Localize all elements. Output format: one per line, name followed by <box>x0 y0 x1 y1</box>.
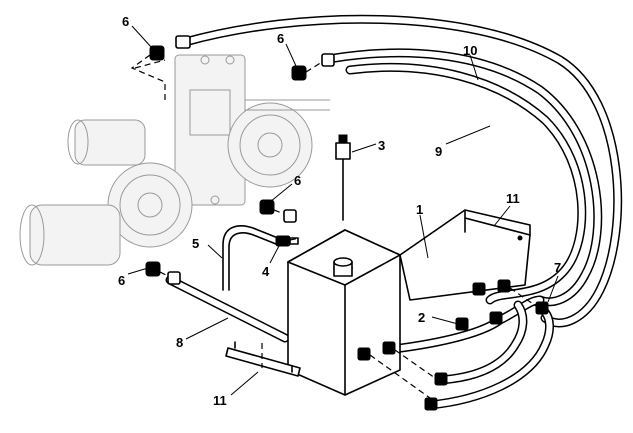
fitting-4 <box>275 235 299 247</box>
hose-loop-10 <box>180 14 623 328</box>
tank-port-fittings <box>357 279 549 411</box>
bracket-11-right <box>399 209 531 301</box>
callout-6: 6 <box>294 173 301 188</box>
callout-9: 9 <box>435 144 442 159</box>
motor-upper <box>74 119 146 166</box>
fitting-6-middle <box>259 199 297 223</box>
hose-inner-loop <box>345 63 587 305</box>
bracket-plate <box>225 347 301 377</box>
bracket-11-lower <box>225 341 301 377</box>
callout-1: 1 <box>416 202 423 217</box>
leader-lines <box>127 25 559 396</box>
hose-8 <box>165 275 290 343</box>
fitting-6-lower <box>145 261 181 285</box>
callout-11: 11 <box>506 191 520 206</box>
fitting-6-top-right <box>291 53 335 81</box>
callout-10: 10 <box>463 43 477 58</box>
tank-shroud <box>399 209 531 301</box>
motor-lower <box>29 204 121 266</box>
gearbox-window <box>189 89 231 136</box>
hydraulic-tank <box>287 229 401 396</box>
lower-hoses <box>380 295 554 410</box>
transmission-assembly <box>19 54 330 266</box>
callout-2: 2 <box>418 310 425 325</box>
callout-6: 6 <box>118 273 125 288</box>
fitting-2 <box>455 317 469 331</box>
connection-dash-lines <box>130 54 537 399</box>
hose-loop-9 <box>330 48 603 307</box>
fan-left <box>107 162 193 248</box>
callout-5: 5 <box>192 236 199 251</box>
tube-5 <box>222 225 279 291</box>
callout-8: 8 <box>176 335 183 350</box>
fitting-6-top-left <box>149 35 191 61</box>
callout-6: 6 <box>277 31 284 46</box>
callout-labels: 6 6 6 6 3 4 5 1 11 2 7 8 9 10 11 <box>118 14 561 408</box>
callout-11: 11 <box>213 393 227 408</box>
callout-3: 3 <box>378 138 385 153</box>
callout-7: 7 <box>554 260 561 275</box>
breather-3 <box>335 134 351 221</box>
callout-4: 4 <box>262 264 270 279</box>
callout-6: 6 <box>122 14 129 29</box>
